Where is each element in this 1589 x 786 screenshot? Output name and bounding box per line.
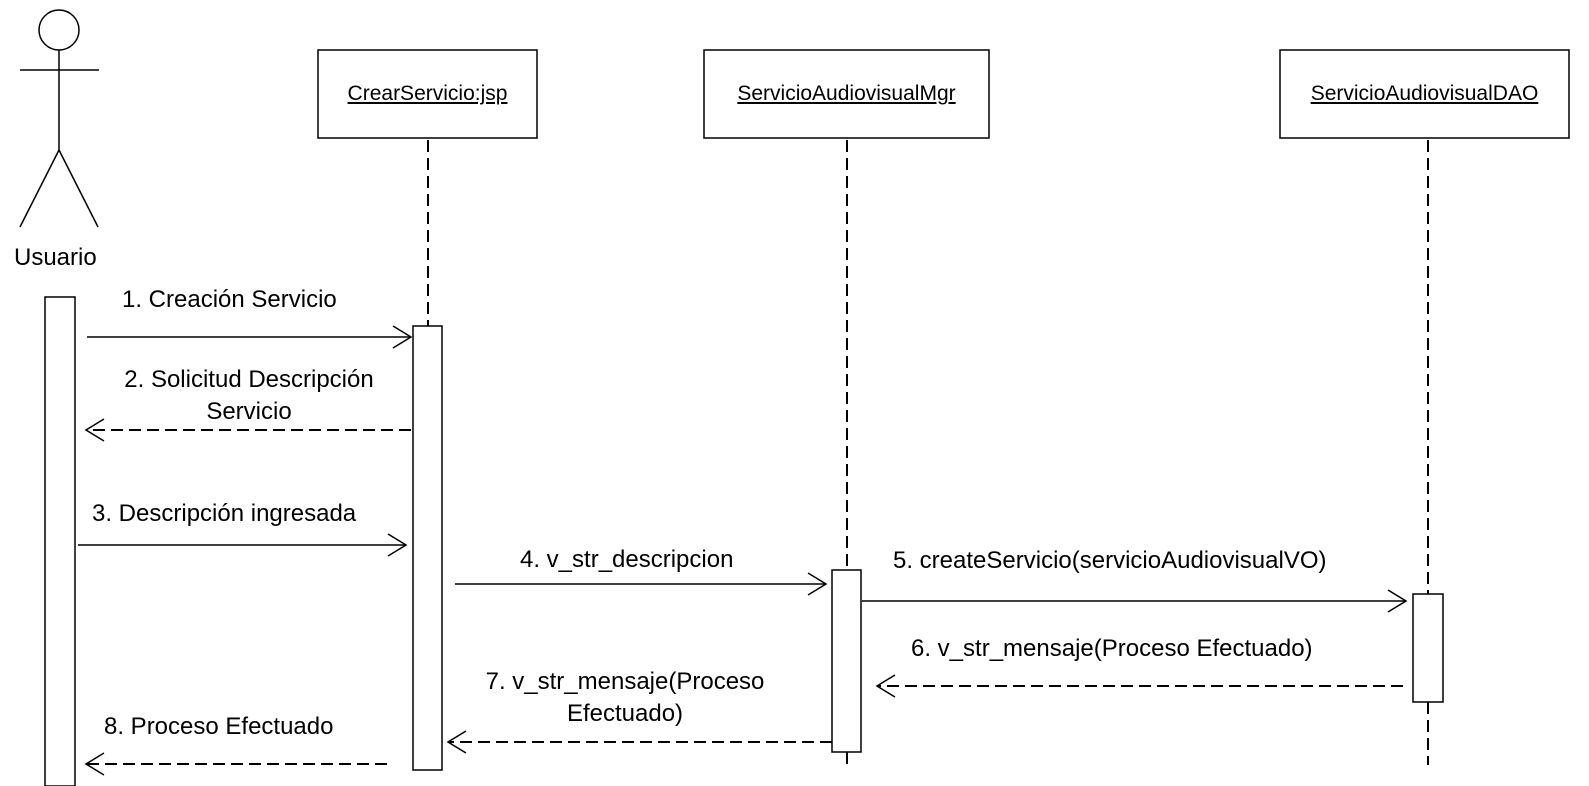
message-arrow-6 — [875, 674, 1403, 698]
message-label-4: 4. v_str_descripcion — [520, 546, 734, 573]
message-label-1: 1. Creación Servicio — [122, 286, 337, 313]
message-arrow-2 — [84, 418, 411, 442]
message-arrow-3 — [78, 533, 408, 557]
object-label-servicioaudiovisualmgr: ServicioAudiovisualMgr — [737, 82, 956, 105]
activation-bar-servicioaudiovisualdao — [1412, 593, 1444, 703]
actor-name-label: Usuario — [14, 244, 97, 271]
object-label-crearservicio-jsp: CrearServicio:jsp — [347, 82, 508, 105]
message-label-5: 5. createServicio(servicioAudiovisualVO) — [893, 547, 1327, 574]
message-label-3: 3. Descripción ingresada — [92, 500, 357, 527]
object-box-servicioaudiovisualdao — [1279, 49, 1570, 139]
message-arrow-1 — [87, 325, 413, 349]
message-arrow-5 — [862, 589, 1408, 613]
message-label-8: 8. Proceso Efectuado — [104, 713, 334, 740]
activation-bar-crearservicio-jsp — [412, 325, 443, 771]
activation-bar-usuario — [44, 296, 76, 786]
object-box-servicioaudiovisualmgr — [703, 49, 990, 139]
message-label-2-line1: 2. Solicitud Descripción — [124, 366, 374, 393]
message-label-7-line2: Efectuado) — [566, 700, 684, 727]
message-label-7-line1: 7. v_str_mensaje(Proceso — [485, 668, 765, 695]
object-box-crearservicio-jsp — [317, 49, 538, 139]
message-label-6: 6. v_str_mensaje(Proceso Efectuado) — [911, 635, 1313, 662]
activation-bar-servicioaudiovisualmgr — [831, 569, 862, 753]
actor-usuario-figure — [19, 9, 99, 228]
message-label-2-line2: Servicio — [206, 398, 292, 425]
message-arrow-4 — [455, 572, 828, 596]
message-arrow-8 — [84, 752, 387, 776]
message-arrow-7 — [446, 730, 832, 754]
object-label-servicioaudiovisualdao: ServicioAudiovisualDAO — [1310, 82, 1539, 105]
